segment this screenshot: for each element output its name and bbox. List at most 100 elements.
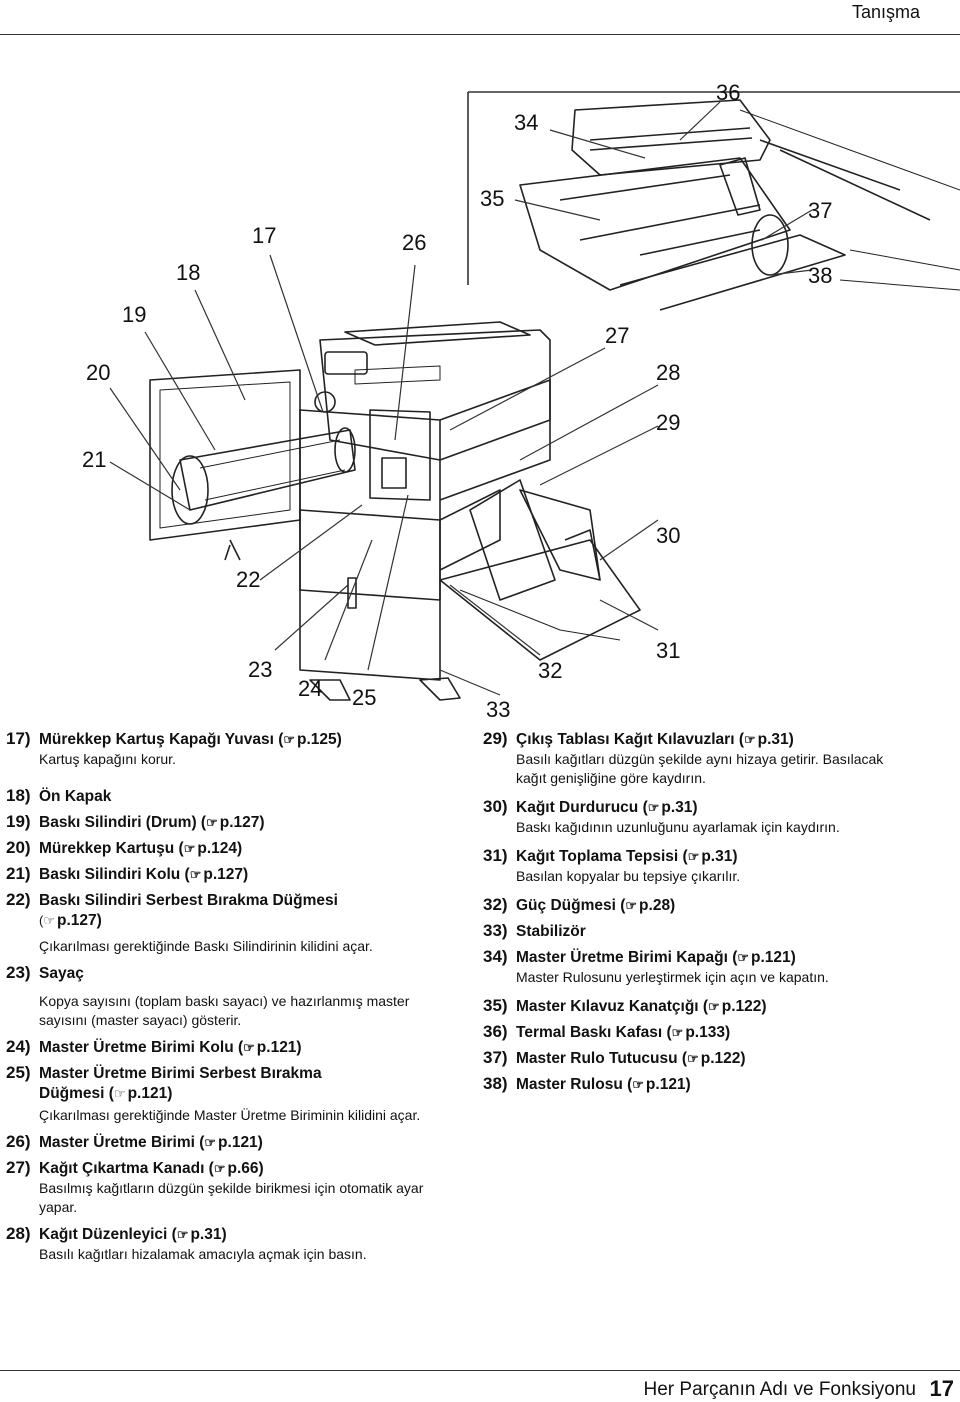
master-unit-inset [467, 91, 960, 311]
leader-lines [109, 101, 813, 696]
pointing-hand-icon: ☞ [737, 950, 750, 965]
item-title: Master Kılavuz Kanatçığı ( [516, 998, 709, 1015]
parts-list-right: 29)Çıkış Tablası Kağıt Kılavuzları (☞p.3… [483, 728, 943, 1095]
item-number: 17) [6, 729, 31, 748]
page-ref: p.127) [219, 814, 265, 831]
pointing-hand-icon: ☞ [687, 1051, 699, 1066]
item-title: Kağıt Toplama Tepsisi ( [516, 848, 688, 865]
callout-32: 32 [538, 658, 563, 683]
part-item-34: 34)Master Üretme Birimi Kapağı (☞p.121) … [483, 946, 943, 987]
part-item-38: 38) Master Rulosu (☞p.121) [483, 1073, 943, 1095]
pointing-hand-icon: ☞ [113, 1086, 126, 1101]
pointing-hand-icon: ☞ [625, 898, 638, 913]
item-title: Master Üretme Birimi Kapağı ( [516, 949, 738, 966]
callout-21: 21 [82, 447, 107, 472]
part-item-25: 25)Master Üretme Birimi Serbest Bırakma … [6, 1062, 446, 1125]
part-item-17: 17) Mürekkep Kartuş Kapağı Yuvası (☞p.125… [6, 728, 446, 769]
item-number: 18) [6, 786, 31, 805]
pointing-hand-icon: ☞ [708, 999, 720, 1014]
part-item-28: 28)Kağıt Düzenleyici (☞p.31) Basılı kağı… [6, 1223, 446, 1264]
part-item-31: 31)Kağıt Toplama Tepsisi (☞p.31) Basılan… [483, 845, 943, 886]
callout-34: 34 [514, 110, 539, 135]
pointing-hand-icon: (☞ [39, 913, 55, 928]
page-ref: p.121) [645, 1076, 691, 1093]
item-desc: Basılı kağıtları düzgün şekilde aynı hiz… [516, 751, 884, 786]
item-number: 34) [483, 947, 508, 966]
item-title: Baskı Silindiri Serbest Bırakma Düğmesi [39, 892, 338, 909]
item-title: Kağıt Düzenleyici ( [39, 1226, 177, 1243]
footer-divider [0, 1370, 960, 1371]
item-number: 25) [6, 1063, 31, 1082]
callout-26: 26 [402, 230, 427, 255]
front-door-drum [149, 369, 356, 561]
pointing-hand-icon: ☞ [176, 1227, 189, 1242]
callout-30: 30 [656, 523, 681, 548]
page-ref: p.125) [297, 731, 342, 748]
item-desc: Çıkarılması gerektiğinde Baskı Silindiri… [39, 938, 373, 954]
item-title: Çıkış Tablası Kağıt Kılavuzları ( [516, 731, 744, 748]
callout-37: 37 [808, 198, 833, 223]
item-number: 38) [483, 1074, 508, 1093]
page-ref: p.31) [701, 848, 738, 865]
callout-25: 25 [352, 685, 377, 710]
item-number: 27) [6, 1158, 31, 1177]
item-title: Baskı Silindiri Kolu ( [39, 866, 190, 883]
part-item-23: 23) Sayaç Kopya sayısını (toplam baskı sa… [6, 962, 446, 1030]
item-title: Termal Baskı Kafası ( [516, 1024, 672, 1041]
item-desc: Kopya sayısını (toplam baskı sayacı) ve … [39, 993, 410, 1028]
page-ref: p.124) [197, 840, 243, 857]
part-item-29: 29)Çıkış Tablası Kağıt Kılavuzları (☞p.3… [483, 728, 943, 788]
item-title: Sayaç [39, 965, 84, 982]
callout-35: 35 [480, 186, 505, 211]
page-ref: p.127) [56, 912, 102, 929]
page-number: 17 [929, 1376, 954, 1401]
pointing-hand-icon: ☞ [204, 1135, 217, 1150]
item-number: 20) [6, 838, 31, 857]
callout-31: 31 [656, 638, 681, 663]
item-number: 23) [6, 963, 31, 982]
part-item-33: 33)Stabilizör [483, 920, 943, 942]
item-title: Master Üretme Birimi Kolu ( [39, 1039, 244, 1056]
part-item-18: 18)Ön Kapak [6, 785, 446, 807]
page-ref: p.122) [700, 1050, 746, 1067]
item-desc: Master Rulosunu yerleştirmek için açın v… [516, 969, 829, 985]
pointing-hand-icon: ☞ [283, 732, 296, 747]
page-ref: p.121) [751, 949, 796, 966]
callout-29: 29 [656, 410, 681, 435]
item-desc: Basılı kağıtları hizalamak amacıyla açma… [39, 1246, 367, 1262]
part-item-22: 22)Baskı Silindiri Serbest Bırakma Düğme… [6, 889, 446, 956]
item-desc: Basılmış kağıtların düzgün şekilde birik… [39, 1180, 424, 1215]
part-item-24: 24)Master Üretme Birimi Kolu (☞p.121) [6, 1036, 446, 1058]
item-number: 28) [6, 1224, 31, 1243]
page-ref: p.127) [203, 866, 249, 883]
pointing-hand-icon: ☞ [743, 732, 756, 747]
pointing-hand-icon: ☞ [183, 841, 196, 856]
page-ref: p.133) [685, 1024, 731, 1041]
pointing-hand-icon: ☞ [632, 1077, 644, 1092]
callout-18: 18 [176, 260, 201, 285]
item-number: 26) [6, 1132, 31, 1151]
item-title: Master Rulosu ( [516, 1076, 633, 1093]
section-title: Tanışma [851, 2, 920, 22]
machine-illustration [109, 91, 960, 701]
item-number: 35) [483, 996, 508, 1015]
callout-24: 24 [298, 676, 323, 701]
callout-20: 20 [86, 360, 111, 385]
part-item-27: 27)Kağıt Çıkartma Kanadı (☞p.66) Basılmı… [6, 1157, 446, 1217]
item-title: Stabilizör [516, 923, 586, 940]
part-item-26: 26)Master Üretme Birimi (☞p.121) [6, 1131, 446, 1153]
item-title: Baskı Silindiri (Drum) ( [39, 814, 207, 831]
item-title-cont: Düğmesi ( [39, 1085, 114, 1102]
page-ref: p.28) [639, 897, 676, 914]
part-item-30: 30)Kağıt Durdurucu (☞p.31) Baskı kağıdın… [483, 796, 943, 837]
part-item-37: 37)Master Rulo Tutucusu (☞p.122) [483, 1047, 943, 1069]
page-ref: p.121) [256, 1039, 302, 1056]
pointing-hand-icon: ☞ [647, 800, 660, 815]
machine-body [299, 321, 551, 701]
item-title: Master Üretme Birimi ( [39, 1134, 205, 1151]
item-number: 37) [483, 1048, 508, 1067]
item-title: Mürekkep Kartuş Kapağı Yuvası ( [39, 731, 284, 748]
output-tray [439, 479, 641, 661]
item-title: Kağıt Durdurucu ( [516, 799, 648, 816]
callout-23: 23 [248, 657, 273, 682]
